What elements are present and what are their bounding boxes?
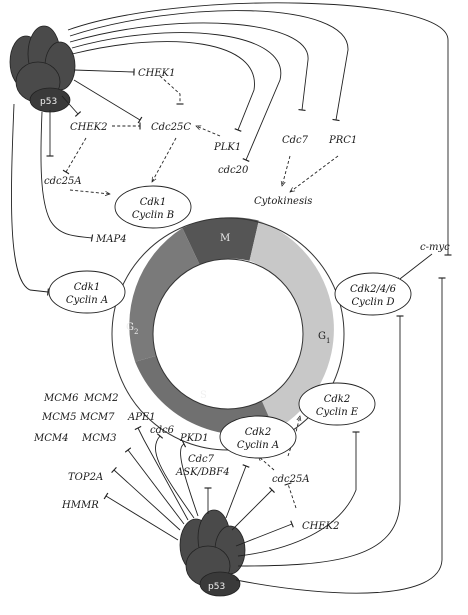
- label-top2a: TOP2A: [68, 472, 103, 483]
- cmyc-arrow: [396, 253, 433, 282]
- label-cdc25a-bottom: cdc25A: [272, 474, 310, 485]
- label-mcm4: MCM4: [33, 433, 69, 444]
- label-ask-dbf4: ASK/DBF4: [175, 467, 230, 478]
- label-chek2-top: CHEK2: [70, 122, 108, 133]
- label-hmmr: HMMR: [61, 500, 99, 511]
- p53-top-label: p53: [40, 97, 57, 107]
- svg-text:Cdk1: Cdk1: [140, 197, 166, 208]
- svg-text:Cdk2/4/6: Cdk2/4/6: [350, 284, 397, 295]
- phase-m-label: M: [220, 233, 230, 244]
- label-mcm6: MCM6: [43, 393, 79, 404]
- top-inhibition-edges: [11, 2, 452, 296]
- svg-text:Cyclin D: Cyclin D: [352, 297, 395, 308]
- bottom-inhibition-edges: [103, 277, 446, 594]
- top-activation-edges: [62, 75, 339, 194]
- phase-g1-segment: [249, 220, 334, 431]
- label-cdc25c: Cdc25C: [151, 122, 191, 133]
- label-cdc20: cdc20: [218, 165, 249, 176]
- node-cdk1-cyclin-a: Cdk1 Cyclin A: [48, 270, 126, 314]
- phase-s-label: S: [200, 390, 207, 401]
- label-ape1: APE1: [127, 412, 156, 423]
- cell-cycle-ring: M G1 S G2: [111, 217, 345, 451]
- p53-top-protein: p53: [9, 25, 76, 113]
- node-cdk2-cyclin-a: Cdk2 Cyclin A: [219, 415, 297, 459]
- node-cdk1-cyclin-b: Cdk1 Cyclin B: [114, 185, 192, 229]
- label-pkd1: PKD1: [179, 433, 209, 444]
- svg-text:Cdk2: Cdk2: [324, 394, 350, 405]
- node-cdk2-cyclin-e: Cdk2 Cyclin E: [298, 382, 376, 426]
- p53-bottom-label: p53: [208, 582, 225, 592]
- svg-text:Cdk1: Cdk1: [74, 282, 100, 293]
- label-mcm3: MCM3: [81, 433, 117, 444]
- label-cytokinesis: Cytokinesis: [254, 196, 312, 207]
- label-mcm5: MCM5: [41, 412, 77, 423]
- node-cdk246-cyclin-d: Cdk2/4/6 Cyclin D: [334, 272, 412, 316]
- phase-g2-label: G2: [126, 322, 138, 336]
- phase-m-segment: [182, 217, 259, 266]
- label-chek1: CHEK1: [138, 68, 176, 79]
- label-map4: MAP4: [95, 234, 127, 245]
- svg-text:Cyclin B: Cyclin B: [132, 210, 174, 221]
- label-prc1: PRC1: [328, 135, 357, 146]
- label-plk1: PLK1: [213, 142, 241, 153]
- label-mcm2: MCM2: [83, 393, 119, 404]
- label-cdc7-bottom: Cdc7: [188, 454, 215, 465]
- svg-text:Cdk2: Cdk2: [245, 427, 271, 438]
- label-cmyc: c-myc: [420, 242, 450, 253]
- phase-g1-label: G1: [318, 331, 330, 345]
- label-cdc25a-top: cdc25A: [44, 176, 82, 187]
- label-cdc6: cdc6: [150, 425, 175, 436]
- label-chek2-bottom: CHEK2: [302, 521, 340, 532]
- p53-bottom-protein: p53: [179, 509, 246, 597]
- svg-text:Cyclin A: Cyclin A: [66, 295, 108, 306]
- svg-text:Cyclin A: Cyclin A: [237, 440, 279, 451]
- svg-text:Cyclin E: Cyclin E: [316, 407, 359, 418]
- label-mcm7: MCM7: [79, 412, 115, 423]
- label-cdc7-top: Cdc7: [282, 135, 309, 146]
